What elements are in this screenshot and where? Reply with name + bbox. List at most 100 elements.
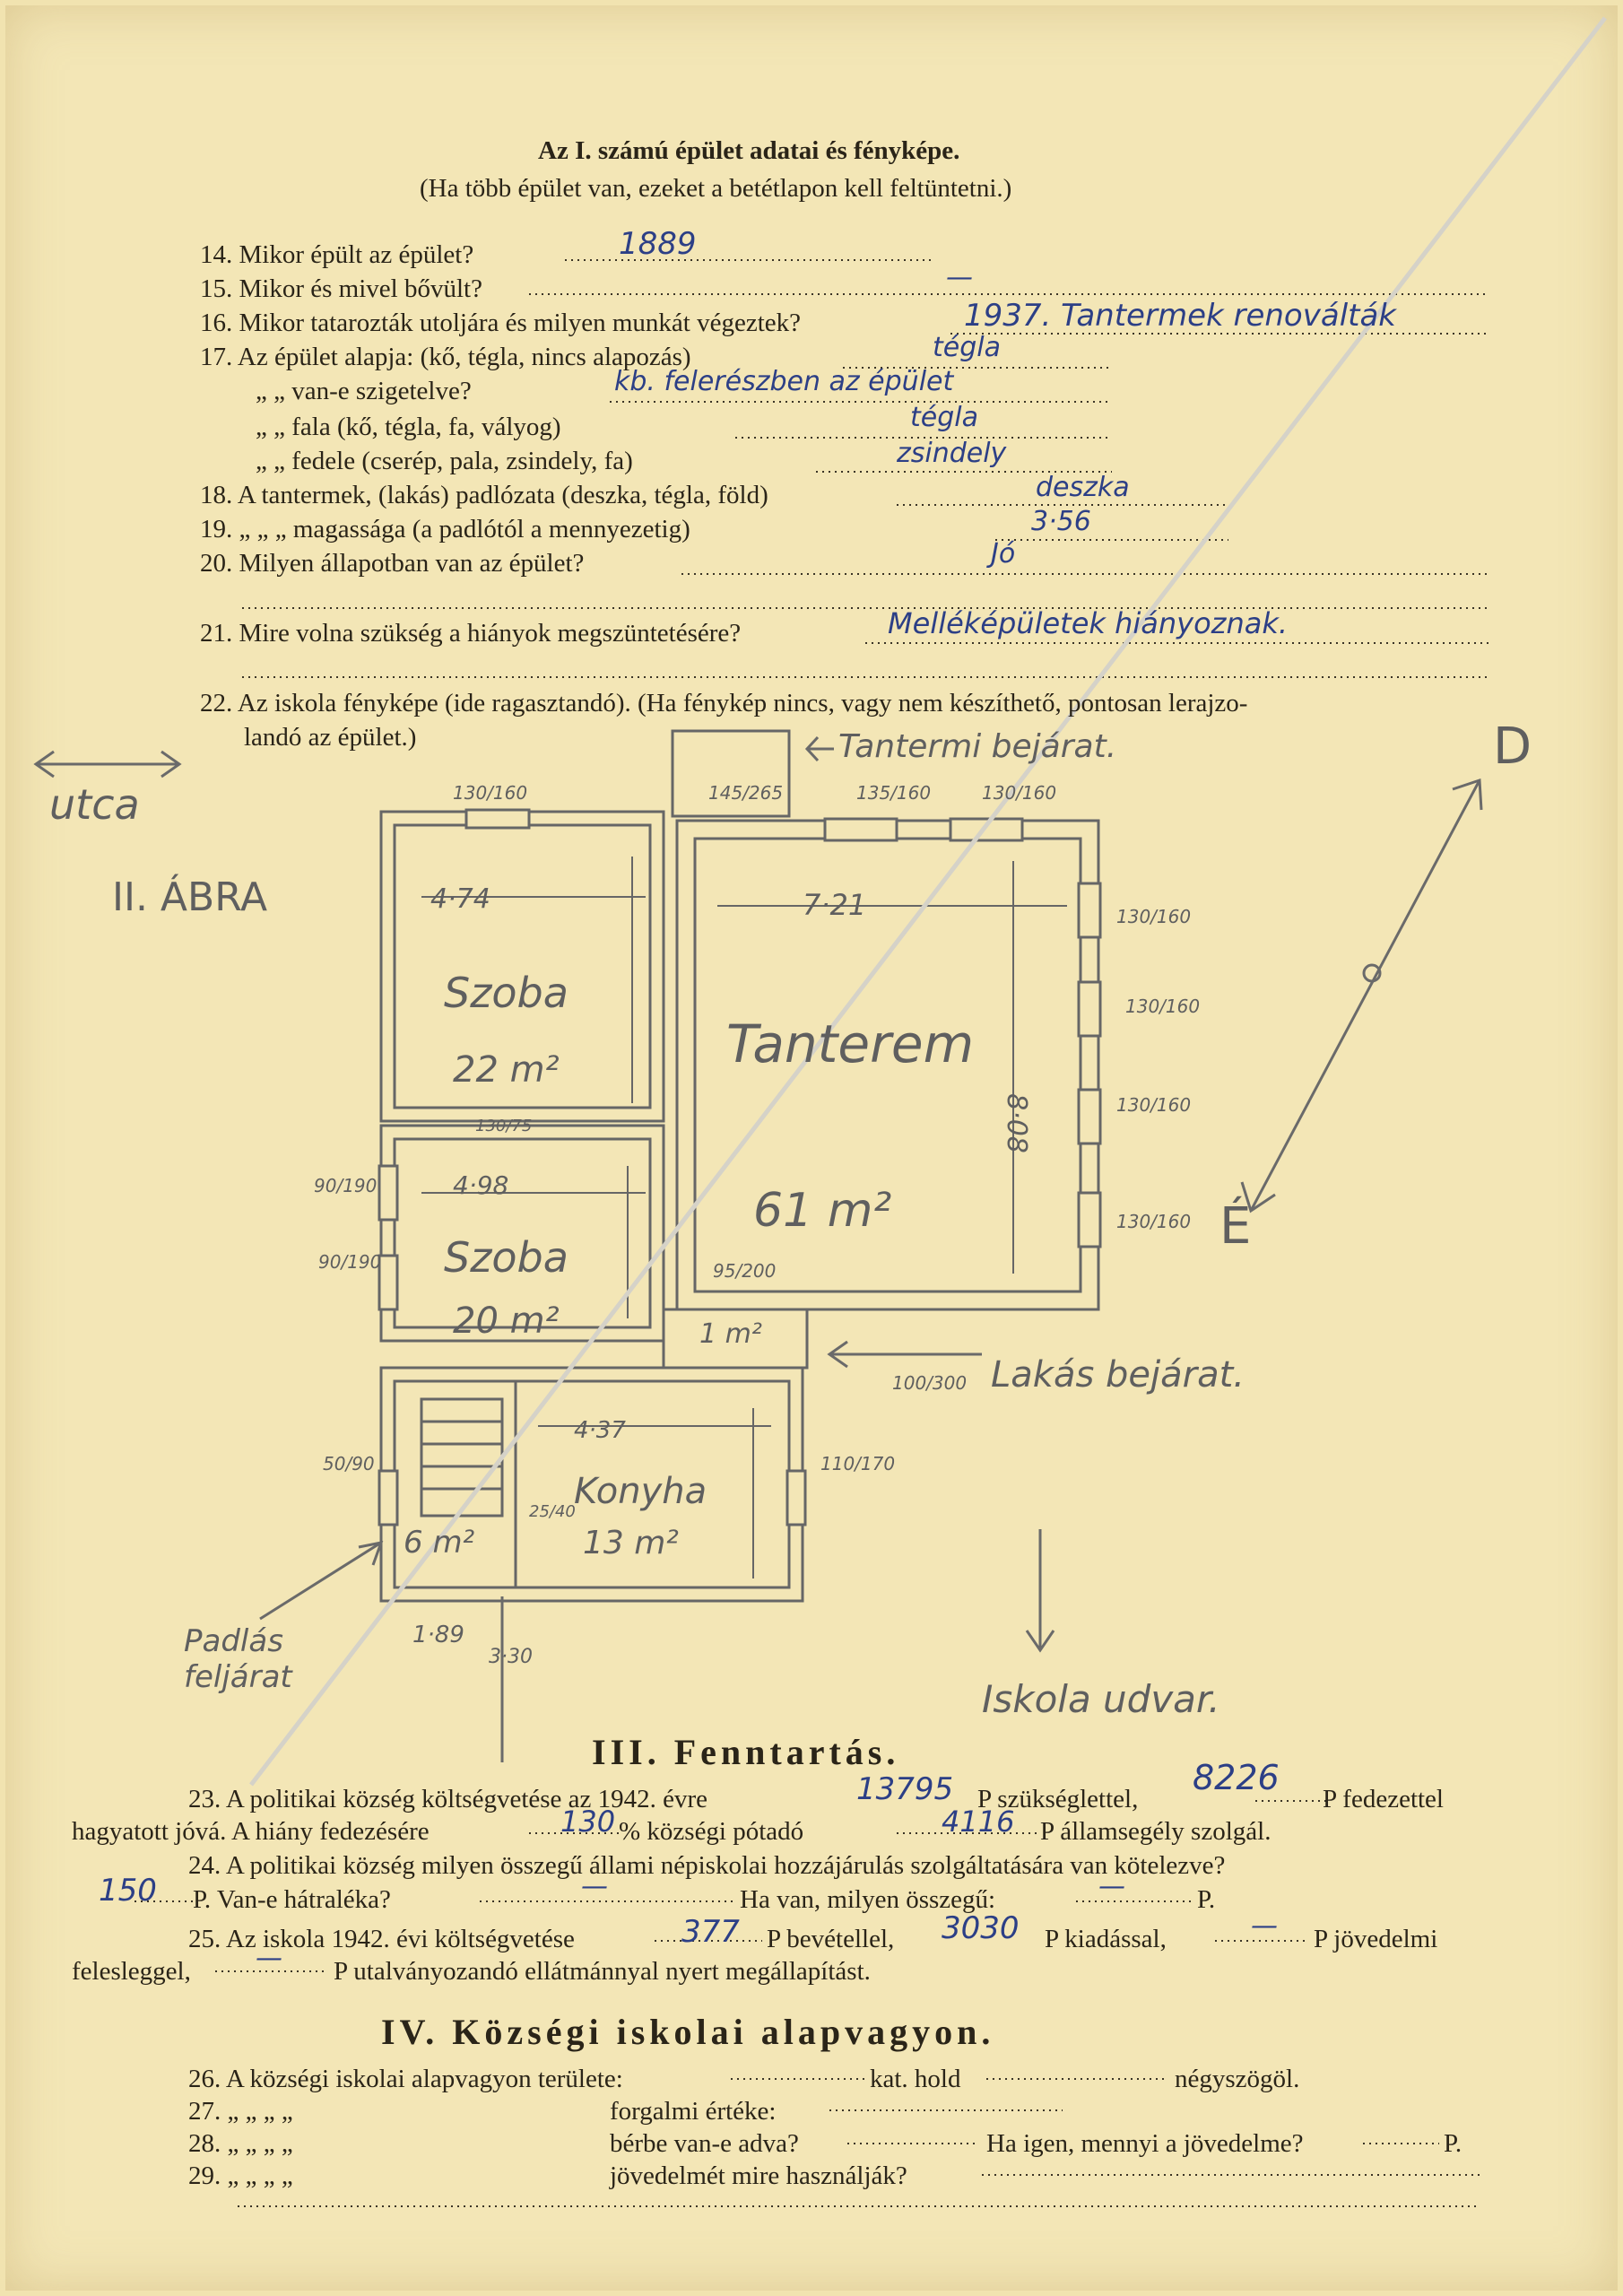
dotted-fill-lines — [135, 259, 1488, 2207]
question-20: 20. Milyen állapotban van az épület? — [200, 549, 585, 578]
s4-line26c: négyszögöl. — [1175, 2065, 1300, 2093]
s3-line24c: Ha van, milyen összegű: — [740, 1885, 996, 1914]
s3-line25a: 25. Az iskola 1942. évi költségvetése — [188, 1925, 575, 1953]
paper-sheet — [5, 5, 1618, 2291]
s4-line29a: 29. „ „ „ „ — [188, 2161, 293, 2190]
label-tanterem-bejarat: Tantermi bejárat. — [838, 728, 1117, 765]
label-szoba-2-area: 20 m² — [453, 1300, 560, 1342]
question-17-insulation: „ „ van-e szigetelve? — [256, 377, 472, 405]
s3-voucher-value: — — [256, 1943, 282, 1974]
s3-pct-value: 130 — [560, 1805, 616, 1839]
s4-line27a: 27. „ „ „ „ — [188, 2097, 293, 2126]
answer-20: Jó — [991, 538, 1016, 570]
answer-18: deszka — [1036, 472, 1130, 503]
s3-contrib-value: 150 — [99, 1873, 157, 1909]
answer-17-roof: zsindely — [897, 438, 1007, 469]
label-padlas: Padlás feljárat — [184, 1623, 292, 1695]
compass-d: D — [1493, 718, 1532, 776]
compass-e: É — [1219, 1197, 1252, 1256]
question-22: 22. Az iskola fényképe (ide ragasztandó)… — [200, 689, 1248, 718]
win-label: 130/160 — [982, 782, 1057, 804]
porch — [671, 729, 791, 818]
label-konyha: Konyha — [574, 1471, 707, 1512]
win-label: 135/160 — [856, 782, 932, 804]
label-dim-bottom: 1·89 — [412, 1622, 464, 1648]
win-label: 95/200 — [713, 1260, 777, 1282]
plan-arrows — [33, 735, 1483, 1762]
s3-surplus-value: — — [1251, 1910, 1278, 1942]
s4-line26b: kat. hold — [870, 2065, 961, 2093]
s3-state-value: 4116 — [942, 1805, 1015, 1839]
question-19: 19. „ „ „ magassága (a padlótól a mennye… — [200, 515, 690, 544]
label-tanterem-dim2: 8·08 — [1000, 1093, 1032, 1153]
answer-17-insulation: kb. felerészben az épület — [614, 366, 954, 397]
section-3-title: III. Fenntartás. — [592, 1732, 900, 1772]
label-udvar: Iskola udvar. — [982, 1677, 1220, 1721]
label-szoba-1-area: 22 m² — [453, 1049, 560, 1091]
s3-cover-value: 8226 — [1193, 1758, 1280, 1797]
win-label: 130/160 — [1125, 996, 1201, 1017]
s3-line23c: P fedezettel — [1323, 1785, 1444, 1813]
label-kamra: 6 m² — [404, 1525, 475, 1561]
s3-line23a: 23. A politikai község költségvetése az … — [188, 1785, 708, 1813]
win-label: 50/90 — [323, 1453, 375, 1474]
win-label: 130/75 — [475, 1117, 533, 1135]
question-16: 16. Mikor tatarozták utoljára és milyen … — [200, 309, 801, 337]
question-18: 18. A tantermek, (lakás) padlózata (desz… — [200, 481, 768, 509]
floor-plan — [378, 729, 1102, 1603]
answer-16: 1937. Tantermek renoválták — [964, 298, 1396, 334]
win-label: 25/40 — [529, 1502, 576, 1521]
label-elo: 1 m² — [699, 1318, 762, 1350]
label-szoba-2-dim: 4·98 — [453, 1170, 509, 1200]
win-label: 130/160 — [1116, 906, 1192, 927]
question-15: 15. Mikor és mivel bővült? — [200, 274, 482, 303]
question-21: 21. Mire volna szükség a hiányok megszün… — [200, 619, 742, 648]
s3-arrears-value: — — [581, 1871, 608, 1902]
s3-income-value: 377 — [681, 1914, 740, 1950]
label-utca: utca — [49, 780, 140, 829]
question-17: 17. Az épület alapja: (kő, tégla, nincs … — [200, 343, 691, 371]
label-szoba-2: Szoba — [444, 1233, 568, 1282]
answer-15: — — [946, 262, 973, 293]
s3-line25e: felesleggel, — [72, 1957, 191, 1986]
question-17-roof: „ „ fedele (cserép, pala, zsindely, fa) — [256, 447, 633, 475]
label-lakas-bejarat: Lakás bejárat. — [991, 1354, 1245, 1396]
s3-line25c: P kiadással, — [1045, 1925, 1167, 1953]
answer-17: tégla — [933, 332, 1001, 363]
label-tanterem: Tanterem — [726, 1013, 975, 1074]
s3-line23b: P szükséglettel, — [977, 1785, 1139, 1813]
win-label: 100/300 — [892, 1372, 968, 1394]
stairs — [420, 1397, 504, 1518]
s4-line28a: 28. „ „ „ „ — [188, 2129, 293, 2158]
label-dim-bottom2: 3·30 — [489, 1646, 533, 1668]
win-label: 110/170 — [820, 1453, 896, 1474]
page-title: Az I. számú épület adatai és fényképe. — [538, 136, 960, 165]
s3-line23e: % községi pótadó — [619, 1817, 804, 1846]
label-abra: II. ÁBRA — [112, 874, 268, 920]
s4-line28c: Ha igen, mennyi a jövedelme? — [986, 2129, 1304, 2158]
section-4-title: IV. Községi iskolai alapvagyon. — [381, 2012, 995, 2052]
question-17-wall: „ „ fala (kő, tégla, fa, vályog) — [256, 413, 561, 441]
answer-21: Melléképületek hiányoznak. — [888, 606, 1289, 640]
s4-line26a: 26. A községi iskolai alapvagyon terület… — [188, 2065, 623, 2093]
s4-line28b: bérbe van-e adva? — [610, 2129, 799, 2158]
label-tanterem-area: 61 m² — [753, 1184, 892, 1238]
s3-line23d: hagyatott jóvá. A hiány fedezésére — [72, 1817, 430, 1846]
win-label: 90/190 — [314, 1175, 378, 1196]
s3-line25d: P jövedelmi — [1314, 1925, 1438, 1953]
answer-17-wall: tégla — [910, 402, 978, 433]
s4-line27b: forgalmi értéke: — [610, 2097, 777, 2126]
win-label: 90/190 — [318, 1251, 382, 1273]
label-konyha-area: 13 m² — [583, 1525, 679, 1561]
s3-need-value: 13795 — [856, 1771, 954, 1807]
question-22-cont: landó az épület.) — [244, 723, 417, 752]
win-label: 130/160 — [1116, 1211, 1192, 1232]
label-szoba-1: Szoba — [444, 969, 568, 1017]
hall — [662, 1308, 809, 1370]
s3-line24b: P. Van-e hátraléka? — [193, 1885, 391, 1914]
answer-19: 3·56 — [1031, 506, 1091, 537]
question-14: 14. Mikor épült az épület? — [200, 240, 474, 269]
s4-line28d: P. — [1444, 2129, 1462, 2158]
